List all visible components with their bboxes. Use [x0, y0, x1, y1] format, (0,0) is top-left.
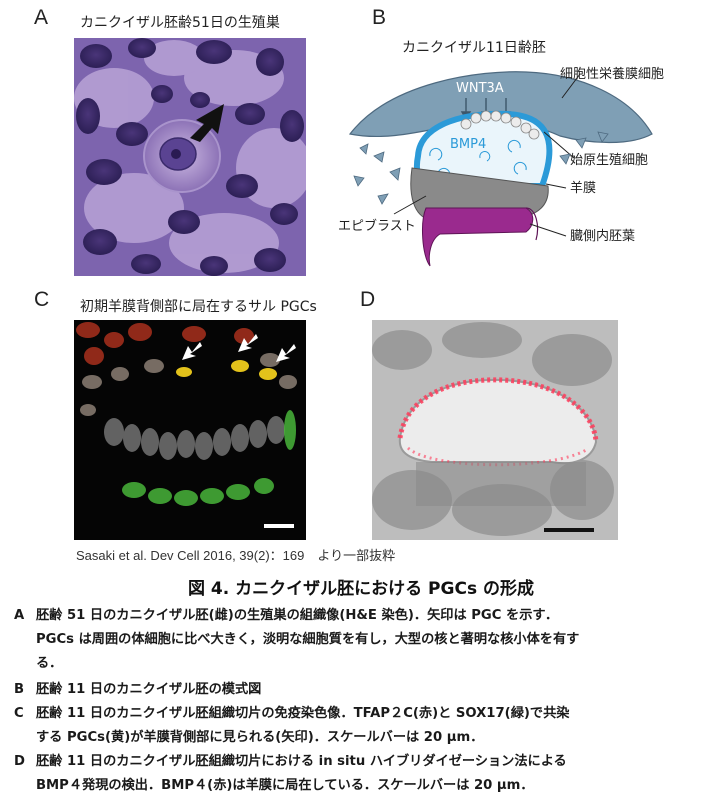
- amniotic-cavity: [398, 378, 598, 465]
- figure-title: 図 4. カニクイザル胚における PGCs の形成: [188, 579, 534, 599]
- schematic-title: カニクイザル11日齢胚: [402, 40, 546, 56]
- visceral-endoderm-label: 臓側内胚葉: [570, 228, 635, 244]
- epiblast-region: [416, 462, 586, 506]
- epiblast-nuclei: [104, 416, 285, 460]
- panel-c-immunofluorescence-image: [74, 320, 306, 540]
- pgc-label: 始原生殖細胞: [570, 152, 648, 168]
- caption-a-line-2: PGCs は周囲の体細胞に比べ大きく，淡明な細胞質を有し，大型の核と著明な核小体…: [36, 632, 580, 647]
- panel-d-ish-image: [372, 320, 618, 540]
- citation: Sasaki et al. Dev Cell 2016, 39(2)：169 よ…: [76, 548, 396, 563]
- pgc-arrow: [190, 104, 224, 142]
- epiblast-leader: [393, 195, 427, 215]
- caption-c-key: C: [14, 706, 24, 721]
- panel-a-histology-image: [74, 38, 306, 276]
- scale-bar-d: [544, 528, 594, 532]
- caption-b-key: B: [14, 682, 25, 697]
- scattered-cells: [353, 131, 609, 205]
- caption-d-line-2: BMP４発現の検出．BMP４(赤)は羊膜に局在している．スケールバーは 20 μ…: [36, 778, 534, 793]
- pgcs-yellow: [176, 360, 277, 380]
- epiblast-label: エピブラスト: [338, 218, 416, 234]
- he-stain-micrograph: [74, 38, 306, 276]
- panel-a-title: カニクイザル胚齢51日の生殖巣: [80, 15, 280, 31]
- visceral-endoderm-shape: [422, 207, 534, 267]
- sox17-green-cells: [122, 410, 296, 506]
- pgc-leader: [543, 131, 575, 159]
- bmp4-label: BMP4: [450, 137, 486, 152]
- caption-c-line-2: する PGCs(黄)が羊膜背側部に見られる(矢印)．スケールバーは 20 μm．: [36, 730, 484, 745]
- red-cells-top: [76, 322, 254, 365]
- amnion-label: 羊膜: [570, 180, 596, 196]
- scale-bar-c: [264, 524, 294, 528]
- immunostain-micrograph: [74, 320, 306, 540]
- pgc-nucleolus: [171, 149, 181, 159]
- amnion-leader: [545, 183, 567, 189]
- panel-b-label: B: [372, 6, 387, 29]
- gray-nuclei: [80, 353, 297, 416]
- bmp4-red-signal: [397, 377, 599, 443]
- endoderm-leader: [529, 223, 567, 237]
- panel-c-label: C: [34, 288, 50, 311]
- panel-d-label: D: [360, 288, 376, 311]
- pgc-circles: [460, 110, 540, 140]
- caption-a-line-3: る．: [36, 656, 63, 671]
- trophoblast-leader: [561, 73, 581, 99]
- panel-b-schematic: カニクイザル11日齢胚 WNT3A 細胞性栄養膜細胞 BMP4 始原生殖細胞 羊…: [330, 36, 710, 276]
- panel-c-title: 初期羊膜背側部に局在するサル PGCs: [80, 299, 317, 315]
- caption-d-key: D: [14, 754, 25, 769]
- wnt3a-label: WNT3A: [456, 81, 504, 96]
- in-situ-hybridization-micrograph: [372, 320, 618, 540]
- trophoblast-label: 細胞性栄養膜細胞: [560, 66, 664, 82]
- embryo-schematic-diagram: カニクイザル11日齢胚 WNT3A 細胞性栄養膜細胞 BMP4 始原生殖細胞 羊…: [338, 40, 664, 267]
- arrows-white: [182, 334, 296, 362]
- panel-a-label: A: [34, 6, 49, 29]
- caption-a-key: A: [14, 608, 25, 623]
- visceral-endoderm-edge: [525, 207, 539, 241]
